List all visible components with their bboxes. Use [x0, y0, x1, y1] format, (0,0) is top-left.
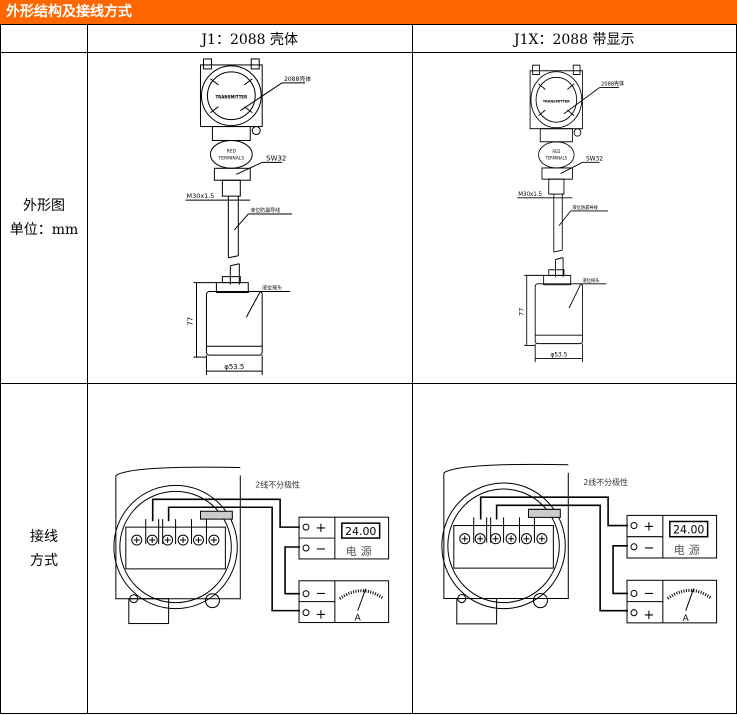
row-label-dimensions: 外形图 单位：mm [0, 52, 88, 384]
display-value: 24.00 [673, 524, 704, 537]
diameter-dim: φ53.5 [224, 363, 244, 371]
row-label-line1: 接线 [30, 528, 58, 545]
cable-label: 液位防漏导线 [250, 207, 280, 214]
row-label-wiring: 接线 方式 [0, 383, 88, 714]
row-label-line2: 单位：mm [9, 222, 79, 238]
housing-icon [440, 463, 569, 625]
cable-icon [227, 196, 240, 285]
probe-icon [534, 269, 583, 345]
display-value: 24.00 [345, 525, 376, 538]
ammeter-minus: − [643, 586, 654, 601]
ammeter-plus: + [643, 608, 654, 623]
nut-label: SW32 [585, 155, 602, 162]
probe-icon [205, 276, 263, 356]
row-label-line1: 外形图 [23, 198, 65, 214]
terminal-strip-icon [458, 517, 547, 545]
transmitter-text: TRANSMITTER [542, 99, 569, 103]
terminal-strip-icon [131, 519, 220, 546]
wiring-drawing: 2线不分极性 + − 24.00 电源 − + A [440, 463, 717, 625]
power-supply-icon [626, 514, 717, 559]
nut-label: SW32 [266, 154, 286, 162]
wiring-note: 2线不分极性 [583, 477, 628, 487]
height-dim: 77 [187, 317, 195, 326]
column-header-empty [0, 24, 88, 53]
housing-icon [113, 466, 241, 625]
transmitter-text: TRANSMITTER [215, 95, 247, 100]
dimension-drawing-cell-j1x: TRANSMITTER 2088壳体 RED TERMINALS SW32 M3… [411, 52, 737, 384]
ammeter-minus: − [316, 587, 327, 602]
table-row-dimensions: 外形图 单位：mm TRANSMITTER 2088壳体 RED TERMINA… [0, 52, 737, 384]
probe-label: 液位探头 [582, 277, 599, 284]
wiring-note: 2线不分极性 [255, 479, 300, 489]
wire-icon [479, 496, 628, 612]
dimension-drawing: TRANSMITTER 2088壳体 RED TERMINALS SW32 M3… [185, 58, 311, 376]
power-supply-icon [298, 516, 390, 560]
wiring-drawing: 2线不分极性 + − 24.00 电源 − + A [113, 466, 390, 625]
power-minus: − [316, 542, 327, 557]
power-plus: + [643, 520, 654, 535]
power-plus: + [316, 521, 327, 536]
section-title: 外形结构及接线方式 [0, 0, 737, 24]
ammeter-plus: + [316, 608, 327, 623]
wiring-drawing-cell-j1x: 2线不分极性 + − 24.00 电源 − + A [411, 383, 737, 714]
ammeter-icon [626, 579, 717, 624]
column-header-j1x: J1X：2088 带显示 [411, 24, 737, 53]
table-row-wiring: 接线 方式 2线不分极性 + − [0, 383, 737, 714]
housing-label: 2088壳体 [284, 75, 311, 83]
probe-label: 液位探头 [262, 285, 282, 292]
power-label: 电源 [346, 544, 376, 558]
power-minus: − [643, 541, 654, 556]
ammeter-unit: A [682, 614, 689, 624]
terminal-text-2: TERMINALS [544, 155, 567, 160]
column-header-j1: J1：2088 壳体 [87, 24, 413, 53]
terminal-text-1: RED [227, 148, 237, 154]
dimension-drawing: TRANSMITTER 2088壳体 RED TERMINALS SW32 M3… [516, 64, 625, 363]
table-header-row: J1：2088 壳体 J1X：2088 带显示 [0, 24, 737, 53]
cable-icon [552, 194, 564, 278]
ammeter-icon [298, 580, 390, 624]
wire-icon [151, 498, 301, 612]
diameter-dim: φ53.5 [550, 351, 567, 358]
dimension-drawing-cell-j1: TRANSMITTER 2088壳体 RED TERMINALS SW32 M3… [87, 52, 413, 384]
terminal-text-2: TERMINALS [218, 155, 245, 161]
housing-label: 2088壳体 [601, 79, 625, 87]
cable-label: 液位防漏导线 [572, 204, 598, 211]
height-dim: 77 [518, 308, 525, 316]
wiring-drawing-cell-j1: 2线不分极性 + − 24.00 电源 − + A [87, 383, 413, 714]
ammeter-unit: A [355, 614, 362, 624]
power-label: 电源 [673, 543, 703, 557]
thread-label: M30x1.5 [187, 192, 215, 200]
row-label-line2: 方式 [30, 552, 58, 569]
thread-label: M30x1.5 [518, 192, 542, 198]
structure-table: J1：2088 壳体 J1X：2088 带显示 外形图 单位：mm TRANSM… [0, 24, 737, 714]
terminal-text-1: RED [552, 149, 560, 154]
